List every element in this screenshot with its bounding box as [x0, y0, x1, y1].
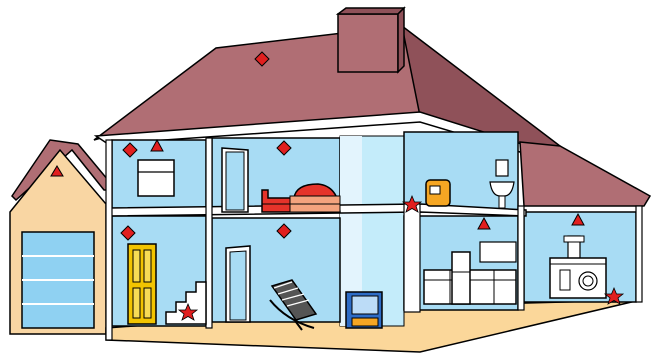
chimney: [338, 14, 398, 72]
dresser: [138, 160, 174, 196]
main-roof: [94, 8, 560, 152]
extension-roof: [520, 142, 650, 206]
water-heater: [426, 180, 450, 206]
living-room-door: [226, 246, 250, 322]
front-door: [128, 244, 156, 324]
garage: [10, 140, 108, 334]
washing-machine: [550, 258, 606, 298]
bedroom-door: [222, 148, 248, 212]
roof-side-slope: [402, 26, 560, 146]
stove: [346, 292, 382, 328]
